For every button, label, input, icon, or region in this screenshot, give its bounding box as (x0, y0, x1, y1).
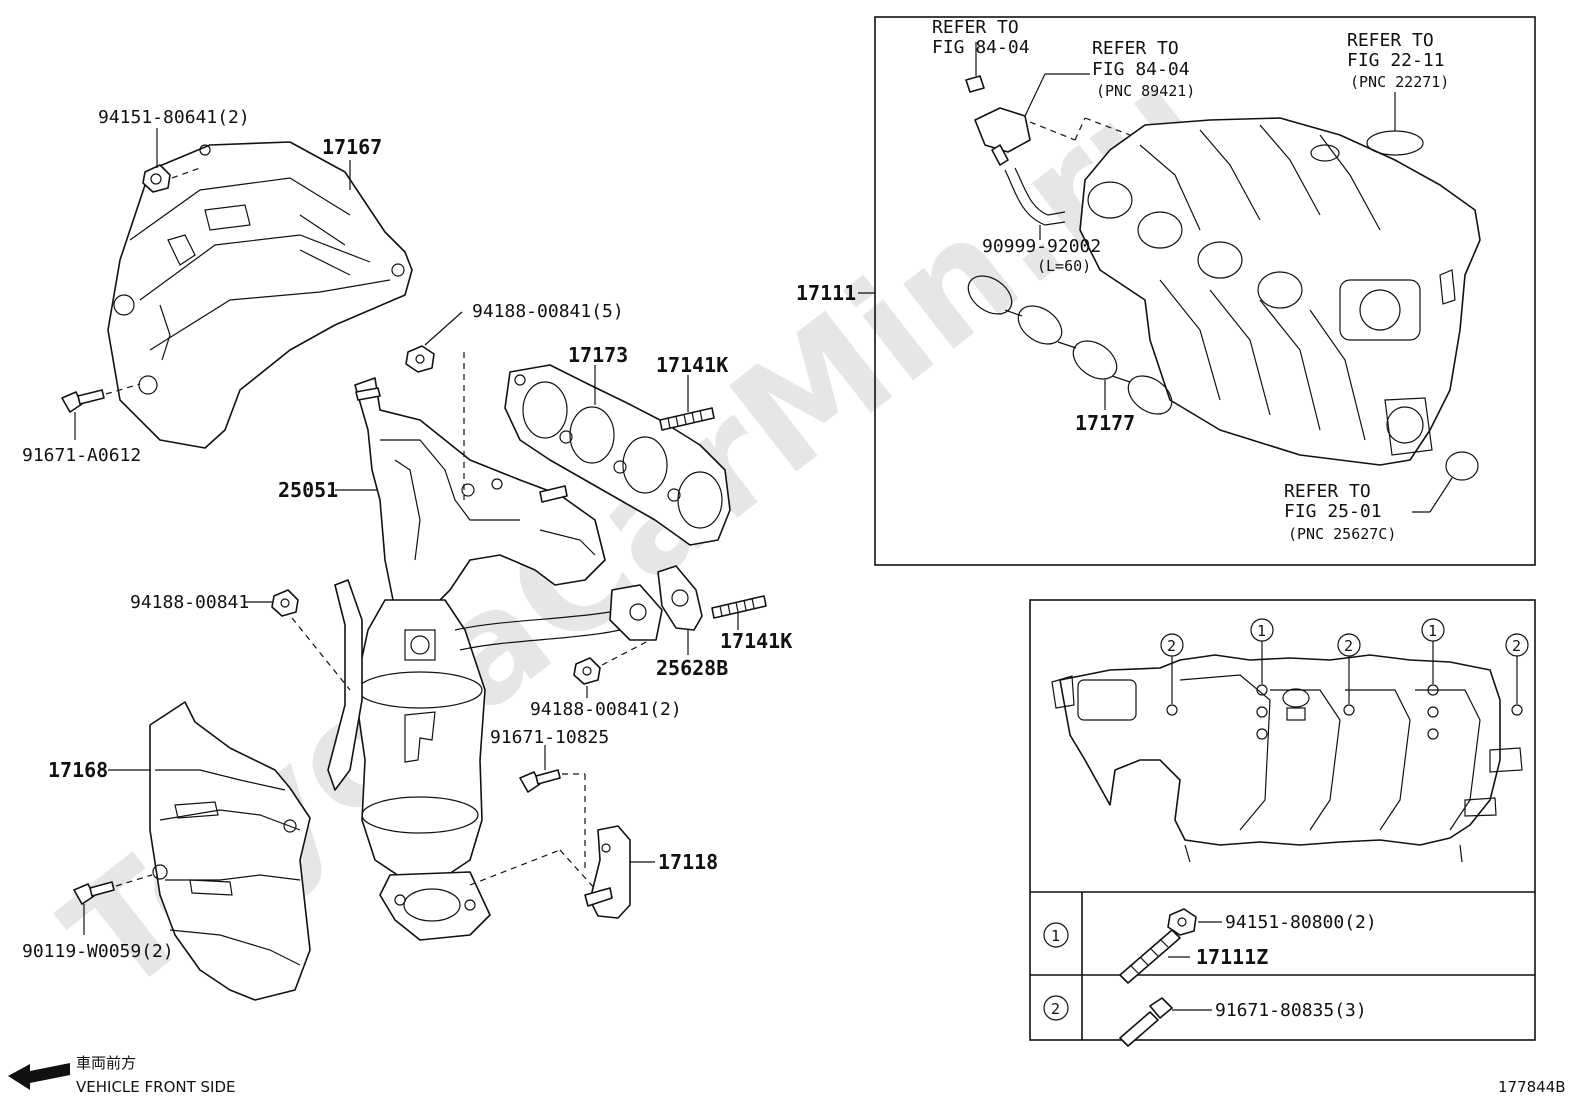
label-17173: 17173 (568, 343, 628, 367)
refer-note-3-line3: (PNC 22271) (1350, 73, 1449, 91)
refer-note-4-line2: FIG 25-01 (1284, 501, 1382, 522)
gasket-17173 (504, 364, 731, 546)
bolt-91671-80835 (1119, 997, 1173, 1047)
label-25051: 25051 (278, 478, 338, 502)
vacuum-hose-90999-92002 (1004, 167, 1066, 226)
label-17111z: 17111Z (1196, 945, 1268, 969)
label-94151-80641: 94151-80641(2) (98, 107, 250, 128)
svg-text:1: 1 (1051, 927, 1060, 945)
label-94188-00841-5: 94188-00841(5) (472, 301, 624, 322)
refer-note-4-line1: REFER TO (1284, 481, 1371, 502)
exhaust-manifold-converter (327, 377, 663, 941)
front-label-jp: 車両前方 (76, 1054, 136, 1072)
label-17118: 17118 (658, 850, 718, 874)
refer-note-4-line3: (PNC 25627C) (1288, 525, 1396, 543)
label-91671-a0612: 91671-A0612 (22, 445, 141, 466)
refer-note-2-line2: FIG 84-04 (1092, 59, 1190, 80)
refer-note-2-line3: (PNC 89421) (1096, 82, 1195, 100)
label-94188-00841-2: 94188-00841(2) (530, 699, 682, 720)
stud-17141k-bottom (711, 595, 767, 619)
label-17111: 17111 (796, 281, 856, 305)
heat-insulator-lower (149, 701, 311, 1001)
label-17141k-bottom: 17141K (720, 629, 792, 653)
nut-94151-80800 (1167, 908, 1197, 936)
svg-text:2: 2 (1051, 1000, 1060, 1018)
label-90999-92002: 90999-92002 (982, 236, 1101, 257)
intake-manifold-frame (874, 16, 1536, 566)
label-17167: 17167 (322, 135, 382, 159)
gaskets-17177 (967, 275, 1173, 415)
bolt-91671-10825 (519, 769, 561, 793)
stud-bolt-17111z (1119, 929, 1181, 984)
svg-text:1: 1 (1257, 622, 1266, 640)
svg-text:2: 2 (1512, 637, 1521, 655)
front-arrow-icon (8, 1063, 70, 1090)
callout-2-c: 2 (1505, 633, 1529, 704)
front-label-en: VEHICLE FRONT SIDE (76, 1078, 236, 1096)
label-90999-92002-length: (L=60) (1037, 257, 1091, 275)
legend-row-1: 1 (1043, 922, 1069, 948)
callout-1-b: 1 (1421, 618, 1445, 684)
svg-text:2: 2 (1167, 637, 1176, 655)
bracket-17118 (584, 825, 631, 919)
label-25628b: 25628B (656, 656, 728, 680)
refer-note-2-line1: REFER TO (1092, 38, 1179, 59)
callout-2-a: 2 (1160, 633, 1184, 704)
label-91671-80835: 91671-80835(3) (1215, 1000, 1367, 1021)
intake-manifold (1079, 117, 1481, 466)
refer-note-1-line2: FIG 84-04 (932, 37, 1030, 58)
nut-94188-00841-2 (573, 657, 601, 685)
label-94188-00841: 94188-00841 (130, 592, 249, 613)
bolt-sensor (965, 75, 985, 93)
refer-note-3-line1: REFER TO (1347, 30, 1434, 51)
svg-text:2: 2 (1344, 637, 1353, 655)
oring-25627c (1445, 451, 1479, 481)
nut-94188-00841-5 (405, 345, 435, 373)
legend-row-2: 2 (1043, 995, 1069, 1021)
gasket-25628b (657, 565, 703, 631)
nut-94151-80641 (142, 164, 171, 193)
label-17141k-top: 17141K (656, 353, 728, 377)
label-17177: 17177 (1075, 411, 1135, 435)
bolt-90119-w0059 (73, 881, 115, 905)
label-94151-80800: 94151-80800(2) (1225, 912, 1377, 933)
bolt-91671-a0612 (61, 389, 105, 413)
label-90119-w0059: 90119-W0059(2) (22, 941, 174, 962)
label-91671-10825: 91671-10825 (490, 727, 609, 748)
figure-id: 177844B (1498, 1078, 1566, 1096)
refer-note-3-line2: FIG 22-11 (1347, 50, 1445, 71)
callout-1-a: 1 (1250, 618, 1274, 684)
refer-note-1-line1: REFER TO (932, 17, 1019, 38)
vacuum-sensor (974, 107, 1031, 166)
nut-94188-00841 (271, 589, 299, 617)
svg-text:1: 1 (1428, 622, 1437, 640)
callout-2-b: 2 (1337, 633, 1361, 704)
manifold-top-view (1051, 654, 1523, 863)
label-17168: 17168 (48, 758, 108, 782)
oring-22271 (1366, 130, 1424, 156)
bolt-layout-frame (1029, 599, 1536, 1041)
stud-17141k-top (659, 407, 715, 431)
heat-insulator-upper (107, 141, 413, 449)
